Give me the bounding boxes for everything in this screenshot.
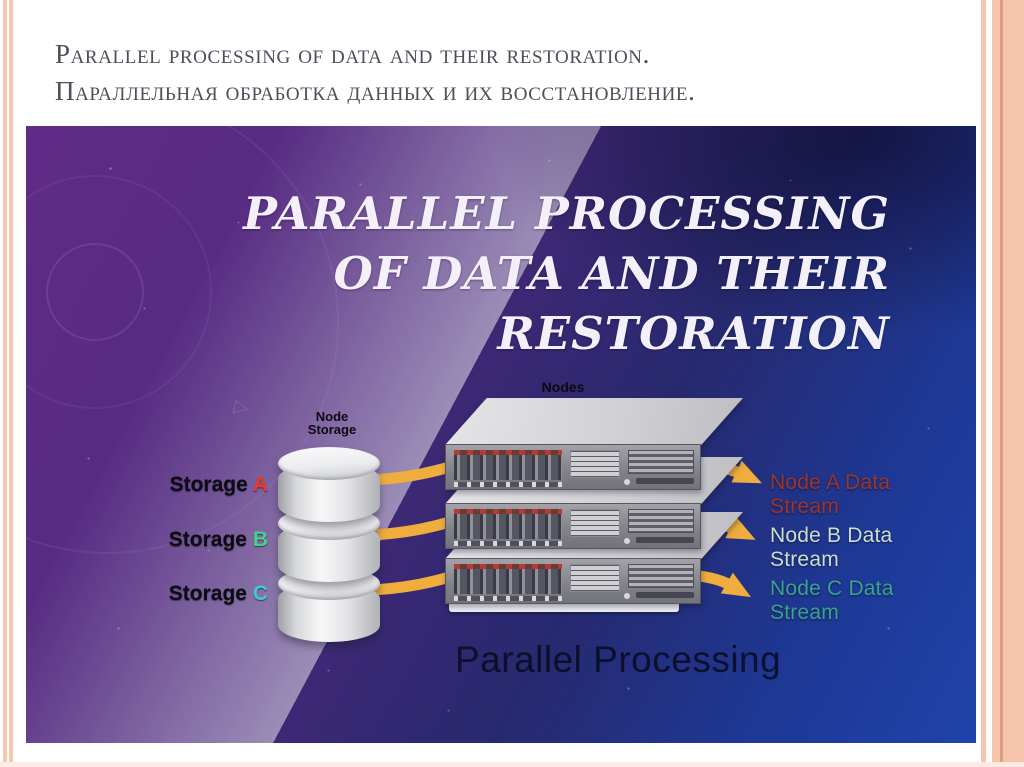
- figure-heading-line1: PARALLEL PROCESSING: [243, 187, 890, 240]
- server-label-panel: [570, 450, 620, 478]
- power-button: [624, 538, 630, 544]
- node-c-data-stream-label: Node C Data Stream: [770, 577, 894, 624]
- drive-bays: [454, 509, 562, 546]
- server-node-a: [445, 398, 743, 491]
- left-accent-stripe-inner: [9, 0, 13, 767]
- drive-bays: [454, 564, 562, 601]
- storage-c-label: Storage C: [142, 582, 268, 606]
- slide-title: Parallel processing of data and their re…: [55, 36, 935, 110]
- right-accent-band-line: [1000, 0, 1003, 767]
- node-a-data-stream-label: Node A Data Stream: [770, 471, 891, 518]
- figure-caption: Parallel Processing: [455, 639, 782, 680]
- figure-heading-line3: RESTORATION: [497, 307, 890, 360]
- storage-letter: C: [252, 582, 268, 605]
- storage-a-label: Storage A: [142, 473, 268, 497]
- slide-title-line1: Parallel processing of data and their re…: [55, 39, 650, 69]
- nodes-server-stack: [445, 398, 755, 618]
- figure-heading-line2: OF DATA AND THEIR: [333, 247, 890, 300]
- server-label-panel: [570, 564, 620, 592]
- storage-cylinder-a: [278, 447, 380, 523]
- node-storage-cylinders: [278, 447, 380, 647]
- server-label-panel: [570, 509, 620, 537]
- storage-letter: A: [252, 473, 268, 496]
- server-top-face: [445, 398, 743, 445]
- decorative-ring-small: [46, 243, 144, 341]
- right-accent-band: [992, 0, 1024, 767]
- drive-slot: [636, 537, 694, 543]
- storage-word: Storage: [169, 473, 248, 496]
- storage-b-label: Storage B: [142, 528, 268, 552]
- drive-slot: [636, 478, 694, 484]
- drive-slot: [636, 592, 694, 598]
- slide-image[interactable]: ▷ PARALLEL PROCESSING OF DATA AND THEIR …: [26, 126, 976, 743]
- server-front-face: [445, 444, 701, 490]
- bottom-accent-strip: [0, 762, 1024, 767]
- server-vents: [628, 450, 694, 474]
- right-accent-stripe-thin: [981, 0, 986, 767]
- storage-word: Storage: [168, 528, 247, 551]
- node-storage-label-line1: Node: [315, 409, 349, 424]
- node-storage-label: Node Storage: [282, 410, 382, 436]
- power-button: [624, 479, 630, 485]
- node-storage-label-line2: Storage: [307, 422, 357, 437]
- storage-letter: B: [252, 528, 268, 551]
- left-accent-stripe-outer: [3, 0, 7, 767]
- figure-heading: PARALLEL PROCESSING OF DATA AND THEIR RE…: [243, 184, 890, 364]
- server-front-face: [445, 503, 701, 549]
- server-front-face: [445, 558, 701, 604]
- server-vents: [628, 564, 694, 588]
- node-b-data-stream-label: Node B Data Stream: [770, 524, 893, 571]
- cylinder-cap: [278, 447, 380, 480]
- nodes-label: Nodes: [541, 379, 585, 395]
- storage-word: Storage: [168, 582, 247, 605]
- power-button: [624, 593, 630, 599]
- server-vents: [628, 509, 694, 533]
- drive-bays: [454, 450, 562, 487]
- slide-title-line2: Параллельная обработка данных и их восст…: [55, 76, 696, 106]
